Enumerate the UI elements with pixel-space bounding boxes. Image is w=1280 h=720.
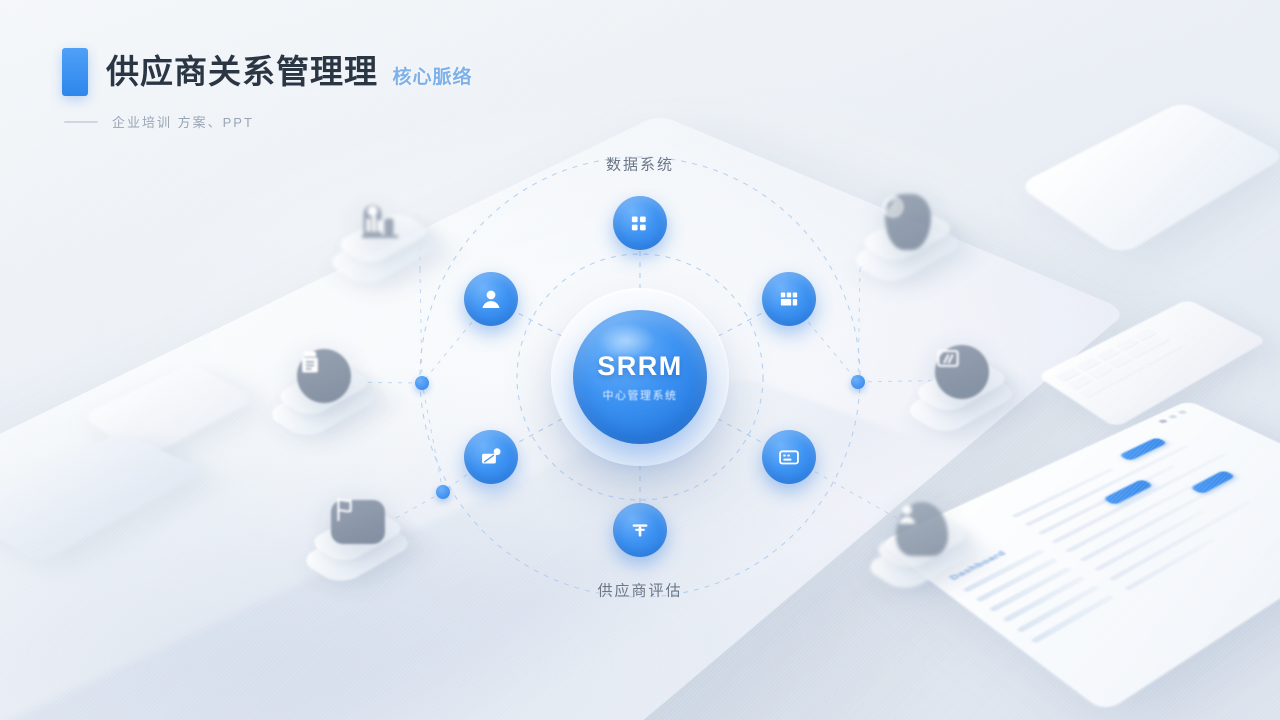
- connector-dot: [415, 376, 429, 390]
- core-title: SRRM: [597, 351, 683, 381]
- page-title: 供应商关系管理理: [106, 53, 378, 90]
- filter-icon: [632, 524, 648, 537]
- core-sphere: SRRM 中心管理系统: [573, 310, 707, 444]
- label-top: 数据系统: [605, 156, 675, 174]
- satellite-location[interactable]: [843, 168, 973, 288]
- grid-icon: [631, 216, 646, 231]
- accent-bar: [62, 48, 88, 96]
- user-icon: [482, 290, 500, 308]
- satellite-flag[interactable]: [293, 468, 423, 588]
- satellite-factory-analytics[interactable]: [319, 170, 449, 290]
- node-monitor[interactable]: [762, 430, 816, 484]
- title-row: 供应商关系管理理 核心脈络: [62, 48, 472, 96]
- flag-icon: [330, 494, 386, 550]
- node-wallet[interactable]: [464, 430, 518, 484]
- window-card-icon: [934, 344, 990, 400]
- table-icon: [780, 292, 798, 306]
- label-bottom: 供应商评估: [597, 582, 683, 600]
- wallet-icon: [482, 448, 501, 464]
- connector-dot: [436, 485, 450, 499]
- page-subtitle: 企业培训 方案、PPT: [112, 115, 254, 130]
- node-evaluation[interactable]: [613, 503, 667, 557]
- core-subtitle: 中心管理系统: [602, 390, 678, 402]
- bar-chart-factory-icon: [356, 196, 412, 252]
- satellite-window[interactable]: [897, 318, 1027, 438]
- person-silhouette-icon: [894, 501, 950, 557]
- map-pin-spiral-icon: [880, 194, 936, 250]
- monitor-icon: [779, 450, 799, 465]
- satellite-document[interactable]: [259, 322, 389, 442]
- subtitle-rule: [64, 120, 98, 123]
- node-data-grid[interactable]: [613, 196, 667, 250]
- document-icon: [296, 348, 352, 404]
- page-title-accent: 核心脈络: [392, 67, 473, 88]
- connector-dot: [851, 375, 865, 389]
- satellite-contact[interactable]: [857, 475, 987, 595]
- node-user[interactable]: [464, 272, 518, 326]
- subtitle-row: 企业培训 方案、PPT: [64, 112, 472, 131]
- page-header: 供应商关系管理理 核心脈络 企业培训 方案、PPT: [62, 48, 472, 131]
- core-node[interactable]: SRRM 中心管理系统: [551, 288, 729, 466]
- node-table[interactable]: [762, 272, 816, 326]
